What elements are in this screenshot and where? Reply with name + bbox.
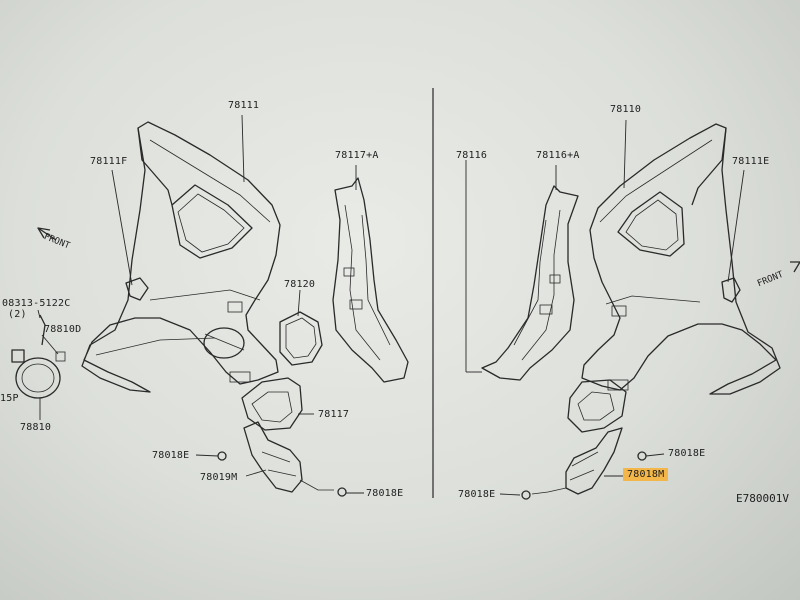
- label-08313-qty: (2): [8, 309, 27, 320]
- label-78110: 78110: [610, 104, 642, 115]
- label-08313: 08313-5122C: [2, 298, 71, 309]
- left-bracket-78019M: [217, 421, 347, 497]
- right-pillar-78116A: [481, 185, 579, 381]
- label-78018E-right-a: 78018E: [668, 448, 706, 459]
- left-front-arrow: [37, 227, 57, 241]
- label-78111: 78111: [228, 100, 260, 111]
- right-rear-fender: [581, 123, 781, 395]
- right-bracket-78018M: [521, 427, 647, 500]
- left-fuel-lid: [11, 277, 149, 399]
- label-78810D: 78810D: [44, 324, 82, 335]
- label-78111E: 78111E: [732, 156, 770, 167]
- label-78120: 78120: [284, 279, 316, 290]
- left-leader-lines: [37, 114, 364, 494]
- label-78019M: 78019M: [200, 472, 238, 483]
- left-pillar-78117A: [332, 177, 409, 383]
- right-leader-lines: [465, 119, 745, 496]
- label-78018M-highlighted: 78018M: [623, 468, 669, 481]
- left-lower-bracket: [241, 377, 303, 431]
- right-lower-bracket: [567, 379, 627, 433]
- figure-code: E780001V: [736, 492, 789, 505]
- label-78117: 78117: [318, 409, 350, 420]
- label-15P: 15P: [0, 393, 19, 404]
- label-78018E-right-b: 78018E: [458, 489, 496, 500]
- label-78117A: 78117+A: [335, 150, 379, 161]
- right-front-arrow: [790, 261, 800, 273]
- label-78018E-left-b: 78018E: [366, 488, 404, 499]
- label-78116: 78116: [456, 150, 488, 161]
- label-78810: 78810: [20, 422, 52, 433]
- left-bracket-78120: [279, 311, 323, 366]
- label-78111F: 78111F: [90, 156, 128, 167]
- left-rear-fender: [81, 121, 281, 393]
- label-78116A: 78116+A: [536, 150, 580, 161]
- label-78018E-left-a: 78018E: [152, 450, 190, 461]
